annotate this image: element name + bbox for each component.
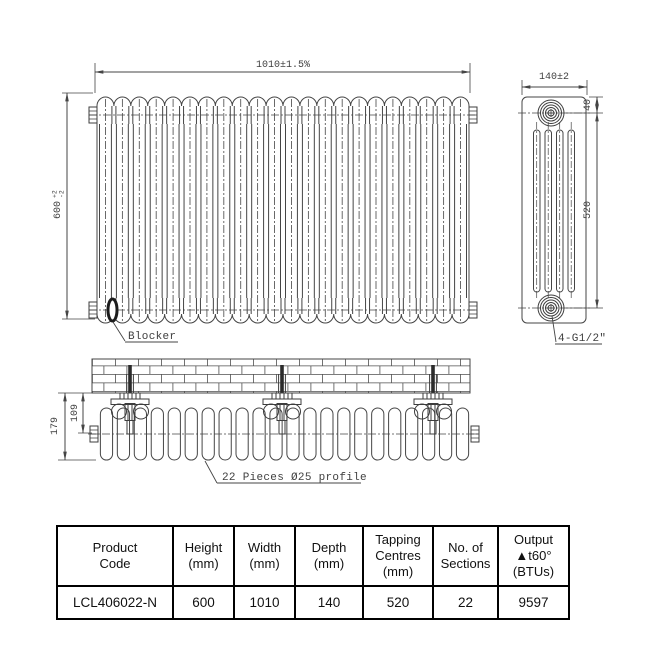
- side-view: [518, 96, 590, 324]
- svg-text:179: 179: [50, 417, 61, 435]
- cell-height: 600: [172, 585, 235, 620]
- side-width-dim-text: 140±2: [539, 72, 569, 83]
- bushing-top-left: [88, 106, 98, 124]
- header-depth: Depth (mm): [294, 525, 364, 587]
- spec-table-data-row: LCL406022-N 600 1010 140 520 22 9597: [56, 585, 570, 620]
- side-centres-dim-text: 520: [583, 201, 594, 219]
- svg-text:+2: +2: [52, 190, 59, 198]
- connections-label: 4-G1/2": [558, 333, 606, 345]
- svg-text:-2: -2: [59, 190, 66, 198]
- svg-text:600: 600: [53, 201, 64, 219]
- bushing-bottom-left: [88, 301, 98, 319]
- front-width-dimension: [94, 63, 471, 93]
- front-view: [88, 96, 478, 324]
- cell-sections: 22: [432, 585, 499, 620]
- header-sections: No. of Sections: [432, 525, 499, 587]
- header-output: Output ▲t60° (BTUs): [497, 525, 570, 587]
- plan-bracket-dim-text: 109: [70, 404, 81, 422]
- cell-depth: 140: [294, 585, 364, 620]
- front-height-dimension: [62, 92, 95, 320]
- spec-table: Product Code Height (mm) Width (mm) Dept…: [56, 525, 570, 620]
- pieces-leader: [204, 460, 361, 484]
- front-height-dim-text: 600 +2 -2: [52, 190, 66, 219]
- svg-text:520: 520: [583, 201, 594, 219]
- header-product-code: Product Code: [56, 525, 174, 587]
- pieces-label: 22 Pieces Ø25 profile: [222, 472, 367, 484]
- header-width: Width (mm): [233, 525, 296, 587]
- plan-view: [88, 358, 480, 461]
- front-width-dim-text: 1010±1.5%: [256, 60, 310, 71]
- plan-section-profiles: [99, 407, 470, 461]
- header-height: Height (mm): [172, 525, 235, 587]
- blocker-leader: [112, 321, 178, 343]
- plan-total-dim-text: 179: [50, 417, 61, 435]
- front-center-lines: [105, 99, 461, 321]
- spec-table-header-row: Product Code Height (mm) Width (mm) Dept…: [56, 525, 570, 587]
- side-top-offset-dim-text: 40: [583, 99, 594, 111]
- svg-text:109: 109: [70, 404, 81, 422]
- bushing-top-right: [468, 106, 478, 124]
- side-vertical-dimensions: [566, 96, 603, 309]
- blocker-label: Blocker: [128, 331, 176, 343]
- front-sections: [96, 96, 470, 324]
- connections-leader: [551, 315, 602, 345]
- plan-bushing-left: [89, 425, 99, 443]
- plan-bushing-right: [470, 425, 480, 443]
- bushing-bottom-right: [468, 301, 478, 319]
- side-width-dimension: [521, 80, 588, 95]
- cell-product-code: LCL406022-N: [56, 585, 174, 620]
- svg-text:40: 40: [583, 99, 594, 111]
- blocker-plug: [106, 297, 119, 323]
- cell-output: 9597: [497, 585, 570, 620]
- plan-dimensions: [58, 392, 96, 461]
- header-tapping-centres: Tapping Centres (mm): [362, 525, 434, 587]
- cell-tapping-centres: 520: [362, 585, 434, 620]
- cell-width: 1010: [233, 585, 296, 620]
